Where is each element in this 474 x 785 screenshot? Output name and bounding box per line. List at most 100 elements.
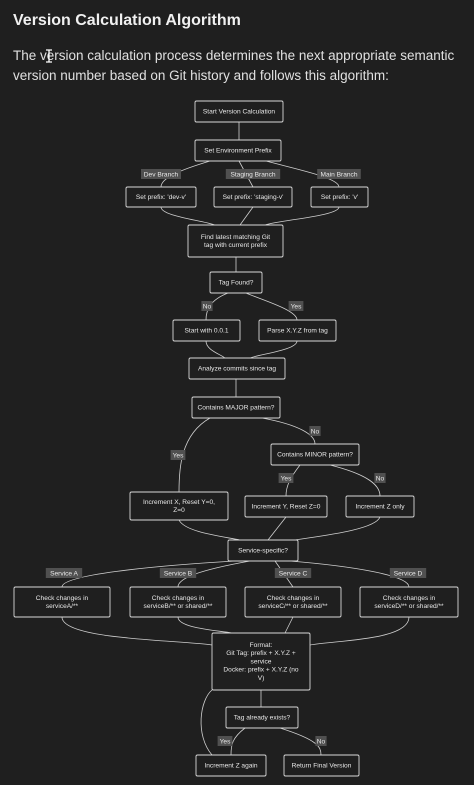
node-service: Service-specific? (227, 539, 299, 562)
node-text: Analyze commits since tag (198, 365, 276, 372)
node-text: Set prefix: 'dev-v' (136, 194, 186, 201)
edge-lbl-sd: Service D (389, 568, 427, 578)
edge-lbl-sb: Service B (159, 568, 197, 578)
node-text: Tag Found? (219, 279, 254, 286)
node-text: Contains MINOR pattern? (277, 451, 353, 458)
node-text: Z=0 (173, 507, 185, 514)
edge-lbl-sc: Service C (274, 568, 312, 578)
edge-label-text: Yes (173, 452, 184, 459)
node-text: Set prefix: 'staging-v' (223, 194, 284, 201)
edge-lbl-minor-no: No (374, 473, 386, 483)
node-box (359, 586, 459, 618)
node-text: Docker: prefix + X.Y.Z (no (223, 667, 299, 674)
label-bg (389, 568, 427, 578)
edge-sa-format (61, 616, 213, 646)
node-text: Check changes in (152, 595, 205, 602)
node-text: Check changes in (36, 595, 89, 602)
node-box (13, 586, 111, 618)
label-bg (225, 169, 281, 179)
node-box (194, 139, 282, 162)
node-box (188, 357, 286, 380)
edge-incz-service (294, 516, 381, 541)
edge-lbl-major-yes: Yes (170, 450, 186, 460)
node-text: Set prefix: 'v' (321, 194, 358, 201)
node-text: tag with current prefix (204, 242, 268, 249)
node-text: Format: (250, 642, 273, 649)
edge-label-text: No (203, 303, 212, 310)
node-text: Return Final Version (292, 762, 352, 769)
i-beam-cursor-icon (46, 49, 52, 63)
node-box (209, 271, 263, 294)
edge-incx-service (178, 519, 241, 541)
node-text: Increment Z only (355, 503, 405, 510)
node-text: Find latest matching Git (201, 234, 270, 241)
edge-label-text: Main Branch (320, 171, 357, 178)
label-bg (315, 736, 327, 746)
node-text: Contains MAJOR pattern? (198, 404, 275, 411)
edge-exists-no (279, 727, 322, 756)
node-text: serviceB/** or shared/** (144, 603, 213, 610)
label-bg (317, 169, 361, 179)
node-final: Return Final Version (283, 754, 360, 777)
node-box (244, 586, 342, 618)
node-box (125, 186, 197, 208)
node-text: service (251, 658, 272, 665)
node-text: Service-specific? (238, 547, 288, 554)
node-main: Set prefix: 'v' (310, 186, 369, 208)
edge-label-text: Yes (291, 303, 302, 310)
node-box (172, 319, 241, 342)
edge-parse-analyze (249, 340, 298, 359)
edge-sc-format (284, 616, 294, 634)
page-title: Version Calculation Algorithm (13, 12, 241, 29)
edge-service-sa (61, 560, 236, 588)
node-box (270, 443, 360, 466)
node-incy: Increment Y, Reset Z=0 (244, 495, 328, 518)
label-bg (201, 301, 213, 311)
node-env: Set Environment Prefix (194, 139, 282, 162)
node-text: Check changes in (267, 595, 320, 602)
node-start: Start Version Calculation (194, 100, 284, 123)
edge-staging-findtag (239, 206, 254, 226)
node-text: serviceD/** or shared/** (374, 603, 444, 610)
node-box (225, 706, 299, 729)
edge-label-text: Service B (164, 570, 193, 577)
node-inczagain: Increment Z again (195, 754, 267, 777)
node-text: Increment Z again (204, 762, 257, 769)
edge-dev-findtag (160, 206, 216, 226)
edge-sb-format (177, 616, 233, 634)
edges-layer (61, 122, 410, 756)
edge-label-text: Service C (279, 570, 308, 577)
node-box (194, 100, 284, 123)
node-box (227, 539, 299, 562)
edge-label-text: Service D (394, 570, 423, 577)
edge-inczagain-format (200, 689, 213, 756)
node-start001: Start with 0.0.1 (172, 319, 241, 342)
edge-label-text: Yes (220, 738, 231, 745)
edge-lbl-major-no: No (309, 426, 321, 436)
node-text: Increment Y, Reset Z=0 (252, 503, 321, 510)
edge-env-main (265, 160, 340, 188)
edge-lbl-exists-no: No (315, 736, 327, 746)
edge-exists-yes (230, 727, 246, 756)
edge-major-no (261, 417, 316, 445)
label-bg (274, 568, 312, 578)
node-box (211, 632, 311, 691)
edge-lbl-tag-yes: Yes (288, 301, 304, 311)
node-dev: Set prefix: 'dev-v' (125, 186, 197, 208)
edge-lbl-staging: Staging Branch (225, 169, 281, 179)
node-box (191, 396, 281, 419)
node-text: serviceC/** or shared/** (258, 603, 328, 610)
edge-label-text: Yes (281, 475, 292, 482)
label-bg (288, 301, 304, 311)
node-text: Start Version Calculation (203, 108, 276, 115)
node-text: Tag already exists? (234, 714, 291, 721)
node-exists: Tag already exists? (225, 706, 299, 729)
intro-line-1: The version calculation process determin… (13, 48, 455, 63)
node-parse: Parse X.Y.Z from tag (258, 319, 337, 342)
edge-lbl-minor-yes: Yes (278, 473, 294, 483)
